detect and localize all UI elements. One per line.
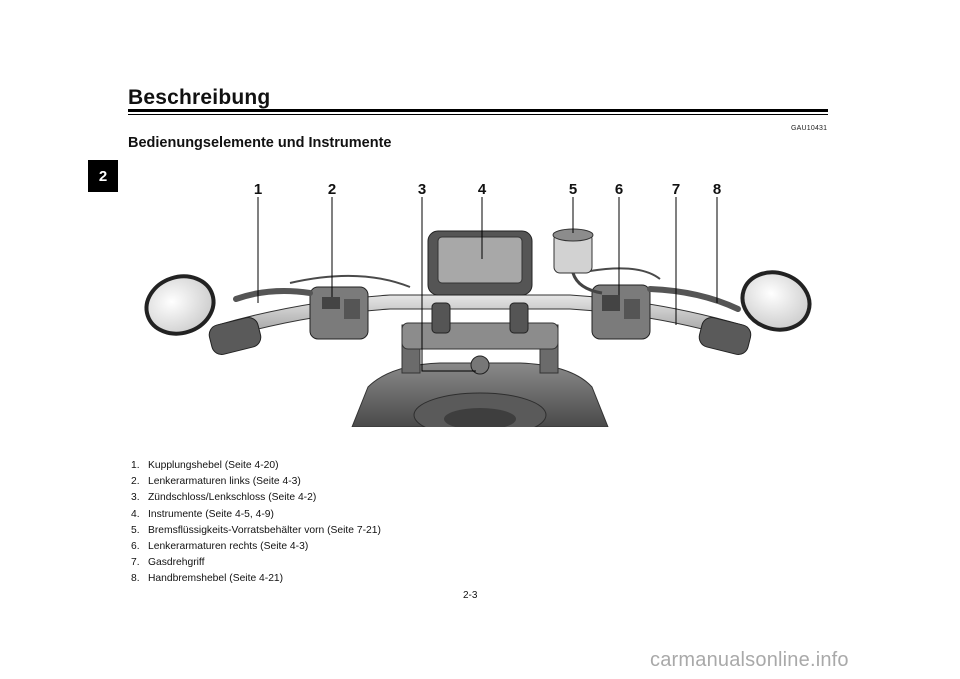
section-title: Bedienungselemente und Instrumente (128, 135, 392, 151)
document-code: GAU10431 (791, 125, 828, 132)
callout-1: 1 (253, 181, 263, 198)
handlebar-figure: 1 2 3 4 5 6 7 8 (140, 175, 820, 438)
legend-item: 8.Handbremshebel (Seite 4-21) (131, 573, 284, 585)
watermark: carmanualsonline.info (650, 649, 849, 671)
legend-list: 1.Kupplungshebel (Seite 4-20) 2.Lenkerar… (131, 458, 381, 588)
legend-item: 3.Zündschloss/Lenkschloss (Seite 4-2) (131, 492, 317, 504)
header-rule-thick (128, 109, 828, 112)
chapter-tab: 2 (88, 160, 118, 192)
legend-item: 4.Instrumente (Seite 4-5, 4-9) (131, 508, 274, 520)
callout-6: 6 (614, 181, 624, 198)
header-rule-thin (128, 114, 828, 115)
page-header-title: Beschreibung (128, 86, 271, 109)
callout-8: 8 (712, 181, 722, 198)
motorcycle-handlebar-illustration (144, 197, 812, 438)
legend-item: 5.Bremsflüssigkeits-Vorratsbehälter vorn… (131, 524, 381, 536)
legend-item: 7.Gasdrehgriff (131, 557, 205, 569)
legend-item: 6.Lenkerarmaturen rechts (Seite 4-3) (131, 541, 309, 553)
callout-2: 2 (327, 181, 337, 198)
callout-7: 7 (671, 181, 681, 198)
callout-4: 4 (477, 181, 487, 198)
legend-item: 1.Kupplungshebel (Seite 4-20) (131, 460, 279, 471)
callout-3: 3 (417, 181, 427, 198)
page-number: 2-3 (463, 590, 478, 601)
callout-5: 5 (568, 181, 578, 198)
legend-item: 2.Lenkerarmaturen links (Seite 4-3) (131, 476, 301, 488)
